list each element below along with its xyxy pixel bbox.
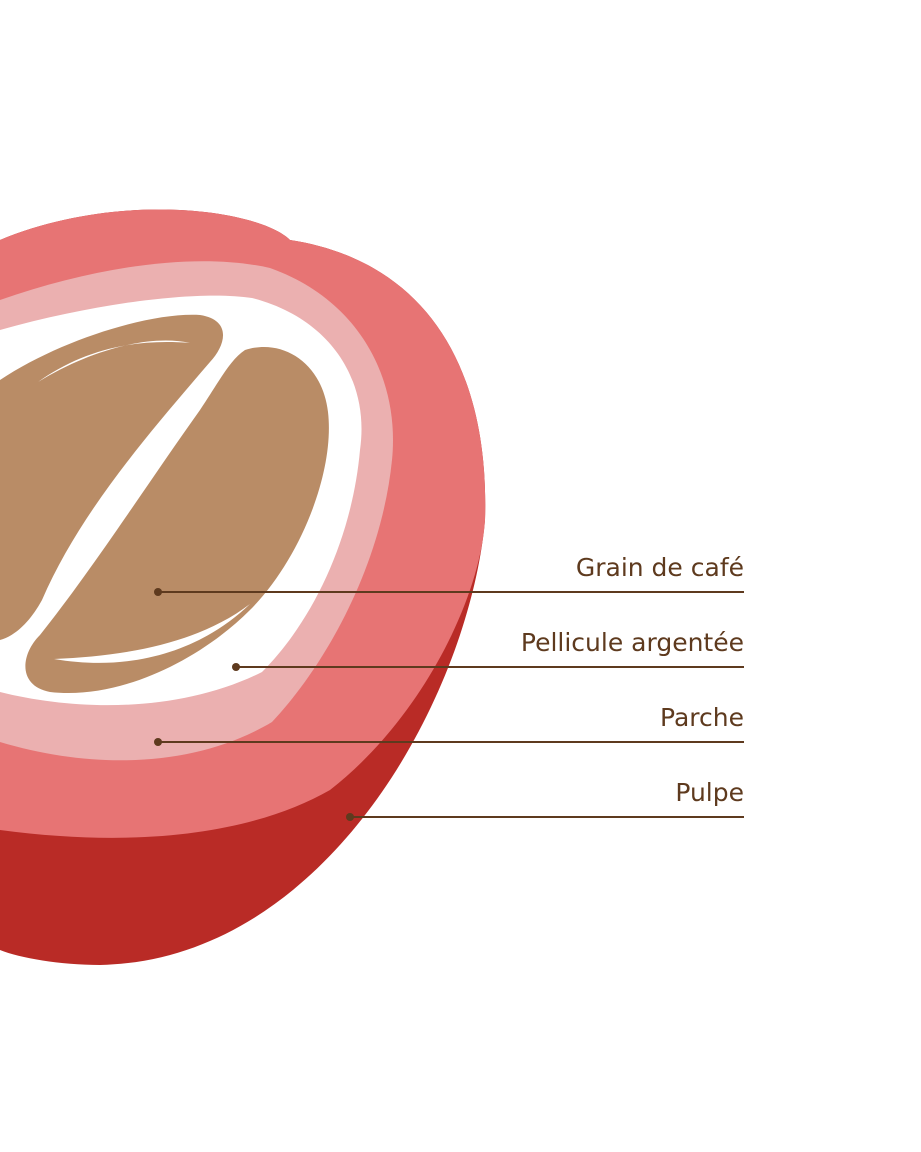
label-parche: Parche bbox=[154, 703, 744, 746]
label-text: Pellicule argentée bbox=[521, 628, 744, 657]
bean-right-crack bbox=[54, 604, 250, 663]
bean-left-half bbox=[0, 314, 224, 640]
label-text: Pulpe bbox=[675, 778, 744, 807]
label-pellicule: Pellicule argentée bbox=[232, 628, 744, 671]
bean-right-half bbox=[25, 346, 329, 694]
label-text: Parche bbox=[660, 703, 744, 732]
label-text: Grain de café bbox=[576, 553, 744, 582]
label-pulpe: Pulpe bbox=[346, 778, 744, 821]
label-grain: Grain de café bbox=[154, 553, 744, 596]
